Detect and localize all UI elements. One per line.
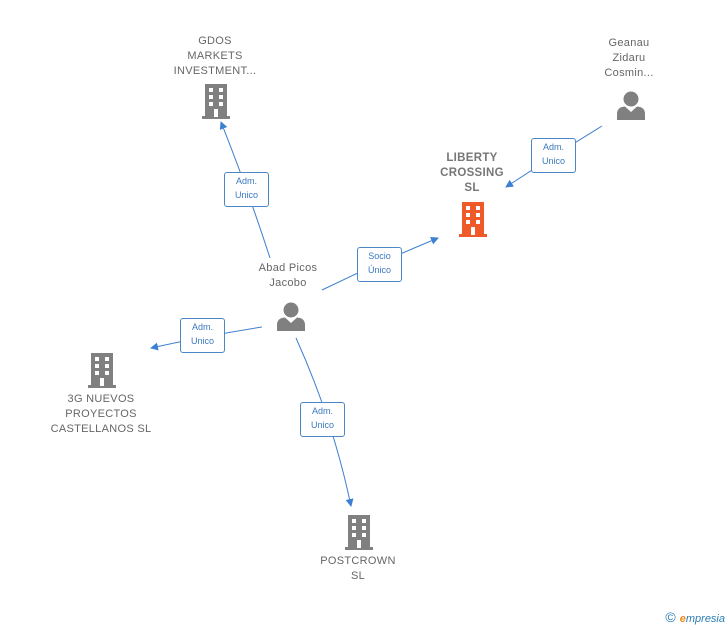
node-label-geanau[interactable]: Geanau Zidaru Cosmin... <box>580 36 678 81</box>
edge-label-line: Unico <box>310 420 334 430</box>
building-icon[interactable] <box>344 515 374 550</box>
node-label-line: CASTELLANOS SL <box>50 423 152 435</box>
node-label-line: POSTCROWN <box>320 555 396 567</box>
edge-label-line: Adm. <box>542 142 564 152</box>
node-label-line: INVESTMENT... <box>173 65 257 77</box>
edge-label-line: Adm. <box>311 406 333 416</box>
brand-logo-text: mpresia <box>685 613 725 625</box>
node-label-line: 3G NUEVOS <box>67 393 135 405</box>
node-label-line: LIBERTY <box>446 152 498 164</box>
node-label-line: CROSSING <box>440 167 504 179</box>
edge-label-line: Unico <box>234 190 258 200</box>
node-label-line: SL <box>350 570 366 582</box>
edge-label-line: Adm. <box>235 176 257 186</box>
node-label-liberty[interactable]: LIBERTY CROSSING SL <box>420 151 524 196</box>
building-icon[interactable] <box>201 84 231 119</box>
edge-label-line: Adm. <box>191 322 213 332</box>
node-label-postcrown[interactable]: POSTCROWN SL <box>306 554 410 584</box>
node-label-abad[interactable]: Abad Picos Jacobo <box>238 261 338 291</box>
node-label-line: SL <box>464 182 480 194</box>
node-label-line: Geanau <box>608 37 650 49</box>
edge-label-line: Unico <box>190 336 214 346</box>
edge-label-geanau-liberty[interactable]: Adm. Unico <box>531 138 576 173</box>
node-label-line: GDOS <box>198 35 232 47</box>
edge-label-abad-gdos[interactable]: Adm. Unico <box>224 172 269 207</box>
edge-label-line: Único <box>367 265 391 275</box>
node-label-gdos[interactable]: GDOS MARKETS INVESTMENT... <box>160 34 270 79</box>
node-label-line: Cosmin... <box>604 67 654 79</box>
edge-label-line: Socio <box>368 251 391 261</box>
building-icon[interactable] <box>87 353 117 388</box>
node-label-line: PROYECTOS <box>65 408 137 420</box>
node-label-line: Zidaru <box>612 52 646 64</box>
person-icon[interactable] <box>276 302 306 331</box>
brand-footer[interactable]: ©empresia <box>665 609 725 625</box>
node-label-nuevos[interactable]: 3G NUEVOS PROYECTOS CASTELLANOS SL <box>40 392 162 437</box>
person-icon[interactable] <box>616 91 646 120</box>
brand-logo-e: e <box>679 613 686 625</box>
building-icon[interactable] <box>458 202 488 237</box>
edge-label-line: Unico <box>541 156 565 166</box>
node-label-line: MARKETS <box>187 50 243 62</box>
edge-label-abad-nuevos[interactable]: Adm. Unico <box>180 318 225 353</box>
copyright-icon: © <box>665 609 676 625</box>
edge-label-abad-postcrown[interactable]: Adm. Unico <box>300 402 345 437</box>
edge-label-abad-liberty[interactable]: Socio Único <box>357 247 402 282</box>
node-label-line: Abad Picos <box>258 262 318 274</box>
node-label-line: Jacobo <box>269 277 307 289</box>
